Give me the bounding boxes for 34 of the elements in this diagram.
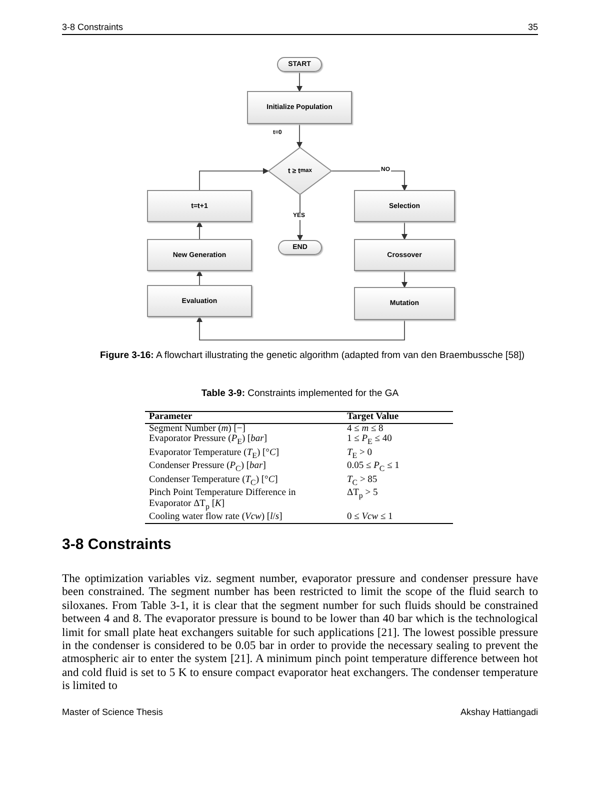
arrow	[196, 316, 405, 340]
arrow	[332, 170, 408, 191]
table-cell-text: ΔT$_{p}$ > 5	[346, 488, 379, 502]
section-heading: 3-8 Constraints	[62, 536, 172, 553]
table-cell: Segment Number (m) [−]	[145, 423, 343, 434]
column-header: Target Value	[343, 412, 453, 424]
arrow	[199, 168, 269, 190]
table-cell-text: Evaporator Temperature (T$_{E}$) [°C]	[148, 448, 280, 461]
author-name: Akshay Hattiangadi	[459, 707, 538, 717]
body-paragraph: The optimization variables viz. segment number, evaporator pressure and condenser pressure have been constrained. The segment number has been restricted to limit the scope of the fluid search to siloxanes. From Table 3-1, it is clear that the segment number for such fluids should be constrained between 4 and 8. The evaporator pressure is bound to be lower than 40 bar which is the technological limit for small plate heat exchangers suitable for such applications [21]. The lowest possible pressure in the condenser is considered to be 0.05 bar in order to provide the necessary sealing to prevent the atmospheric air to enter the system [21]. A minimum pinch point temperature difference between hot and cold fluid is set to 5 K to ensure compact evaporator heat exchangers. The condenser temperature is limited to	[62, 572, 538, 693]
arrow	[296, 124, 302, 148]
page-footer: Master of Science Thesis	[62, 707, 163, 717]
table-cell: Cooling water flow rate (Vcw) [l/s]	[145, 512, 343, 524]
figure-caption: Figure 3-16: A flowchart illustrating the genetic algorithm (adapted from van den Braembussche [58])	[100, 350, 526, 362]
table-caption: Table 3-9: Constraints implemented for the GA	[200, 388, 400, 399]
arrow	[402, 270, 408, 288]
table-cell: 0 ≤ Vcw ≤ 1	[343, 512, 453, 524]
page-number: 35	[526, 22, 538, 32]
table-cell-text: T$_{C}$ > 85	[346, 474, 378, 488]
column-header: Parameter	[145, 412, 343, 424]
arrow	[196, 221, 202, 240]
table-cell-text: 1 ≤ P$_{E}$ ≤ 40	[346, 434, 393, 448]
table-cell: 4 ≤ m ≤ 8	[343, 423, 453, 434]
table-cell-text: Condenser Pressure (P$_{C}$) [bar]	[148, 461, 267, 475]
table-cell-text: Evaporator Pressure (P$_{E}$) [bar]	[148, 434, 268, 448]
table-cell-text: Condenser Temperature (T$_{C}$) [°C]	[148, 474, 279, 488]
arrow	[297, 194, 303, 241]
table-cell-text: Pinch Point Temperature Difference in Evaporator ΔT$_{p}$ [K]	[148, 488, 297, 512]
arrow	[402, 222, 408, 240]
table-cell-text: T$_{E}$ > 0	[346, 448, 373, 462]
page-header: 3-8 Constraints	[62, 22, 124, 32]
arrow	[296, 72, 302, 92]
table-cell-text: 0.05 ≤ P$_{C}$ ≤ 1	[346, 461, 400, 475]
arrow	[196, 270, 202, 286]
